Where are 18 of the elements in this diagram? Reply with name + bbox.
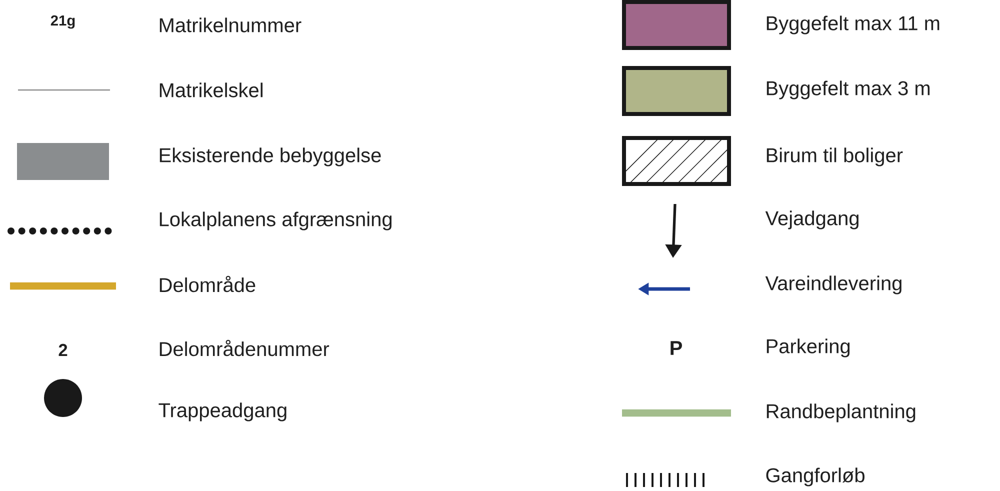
legend-text: Byggefelt max 11 m: [766, 16, 940, 34]
legend-text: Matrikelnummer: [160, 18, 302, 32]
symbol-label: 21g: [50, 15, 75, 29]
legend-text: Byggefelt max 3 m: [766, 80, 930, 100]
legend-text: Delområdenummer: [160, 340, 330, 356]
legend-text: Delområde: [160, 276, 256, 292]
legend-text: Randbeplantning: [766, 404, 916, 422]
symbol-label: P: [670, 341, 682, 355]
legend-text: Birum til boliger: [766, 148, 903, 166]
legend-text: Vejadgang: [765, 210, 858, 230]
legend-text: Eksisterende bebyggelse: [160, 148, 381, 166]
legend-text: Matrikelskel: [160, 82, 262, 98]
legend-text: Gangforløb: [766, 468, 864, 486]
legend-text: Lokalplanens afgrænsning: [160, 212, 392, 230]
legend-text: Vareindlevering: [765, 276, 902, 294]
legend-text: Parkering: [766, 338, 850, 358]
legend-text: Trappeadgang: [158, 402, 286, 422]
symbol-label: 2: [58, 344, 68, 356]
